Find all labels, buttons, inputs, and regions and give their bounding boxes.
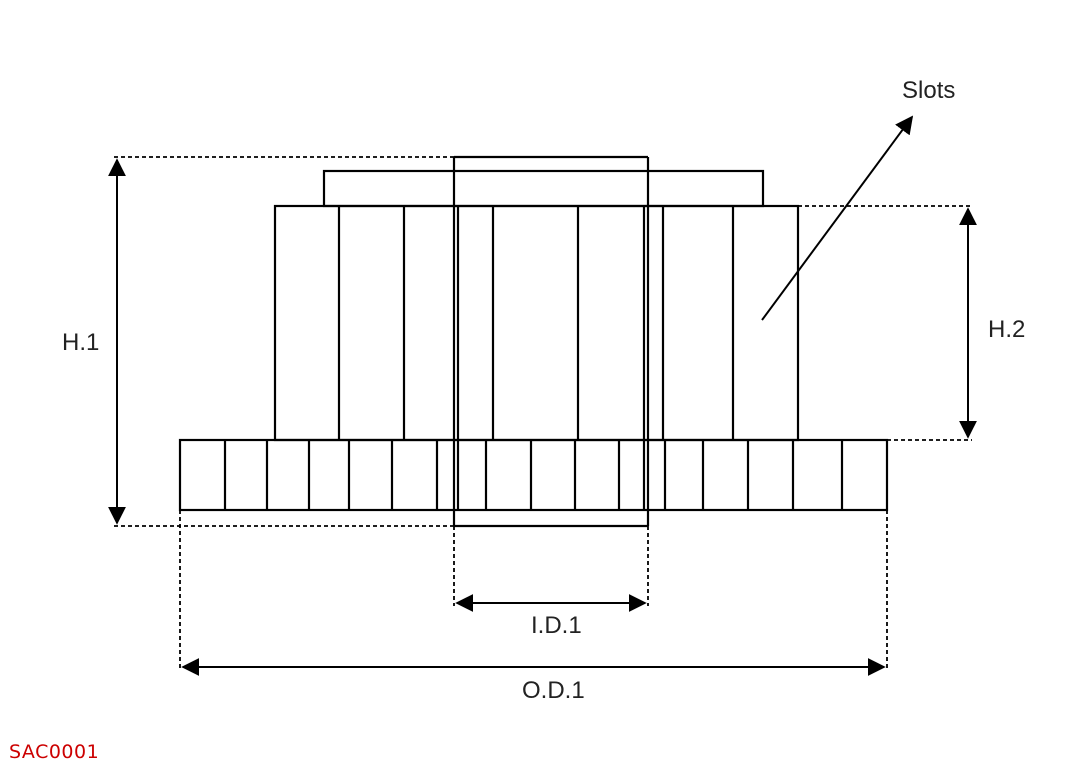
extension-lines [114, 156, 972, 670]
od1-label: O.D.1 [522, 677, 585, 704]
slots-leader-arrow [761, 115, 914, 321]
h2-label: H.2 [988, 316, 1025, 343]
hub-cap [322, 169, 765, 208]
part-code: SAC0001 [9, 741, 100, 763]
upper-body [273, 204, 800, 442]
dimension-arrows [108, 115, 977, 676]
base-flange [178, 438, 889, 512]
id1-label: I.D.1 [531, 612, 582, 639]
h1-label: H.1 [62, 329, 99, 356]
slots-label: Slots [902, 77, 955, 104]
inner-bore [452, 155, 650, 528]
